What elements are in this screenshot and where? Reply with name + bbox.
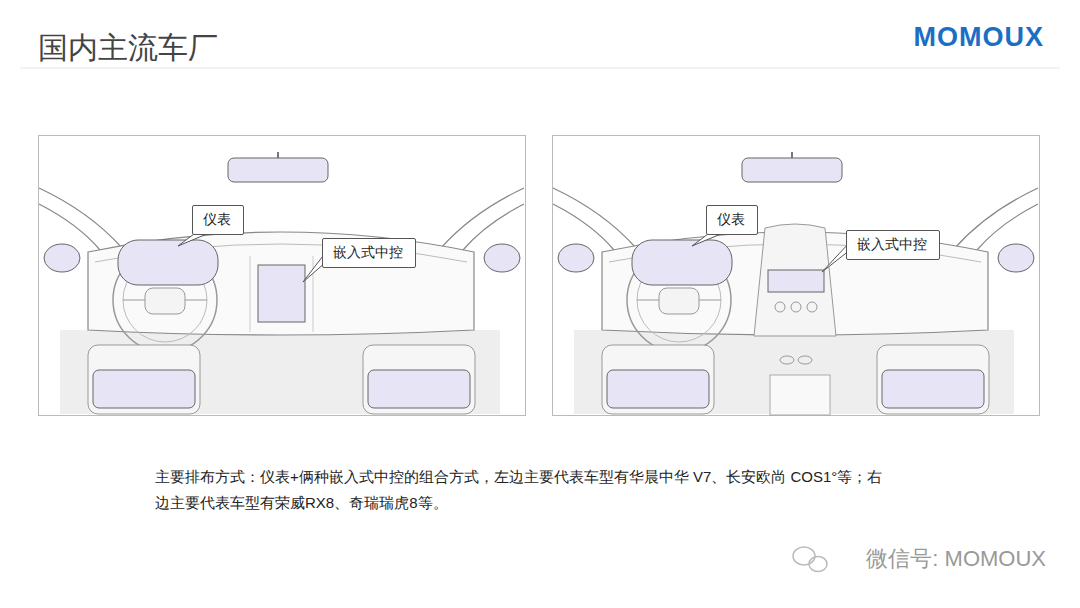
callout-box: 嵌入式中控 (846, 230, 940, 260)
brand-logo: MOMOUX (914, 22, 1045, 53)
callout-text: 嵌入式中控 (333, 244, 403, 260)
callout-text: 仪表 (203, 211, 231, 227)
watermark: 微信号: MOMOUX (866, 544, 1046, 574)
caption-text: 主要排布方式：仪表+俩种嵌入式中控的组合方式，左边主要代表车型有华晨中华 V7、… (155, 464, 885, 516)
callout-box: 仪表 (706, 205, 758, 235)
callout-box: 仪表 (192, 205, 244, 235)
page-title: 国内主流车厂 (38, 28, 218, 69)
callout-text: 嵌入式中控 (857, 236, 927, 252)
callout-box: 嵌入式中控 (322, 238, 416, 268)
callout-text: 仪表 (717, 211, 745, 227)
